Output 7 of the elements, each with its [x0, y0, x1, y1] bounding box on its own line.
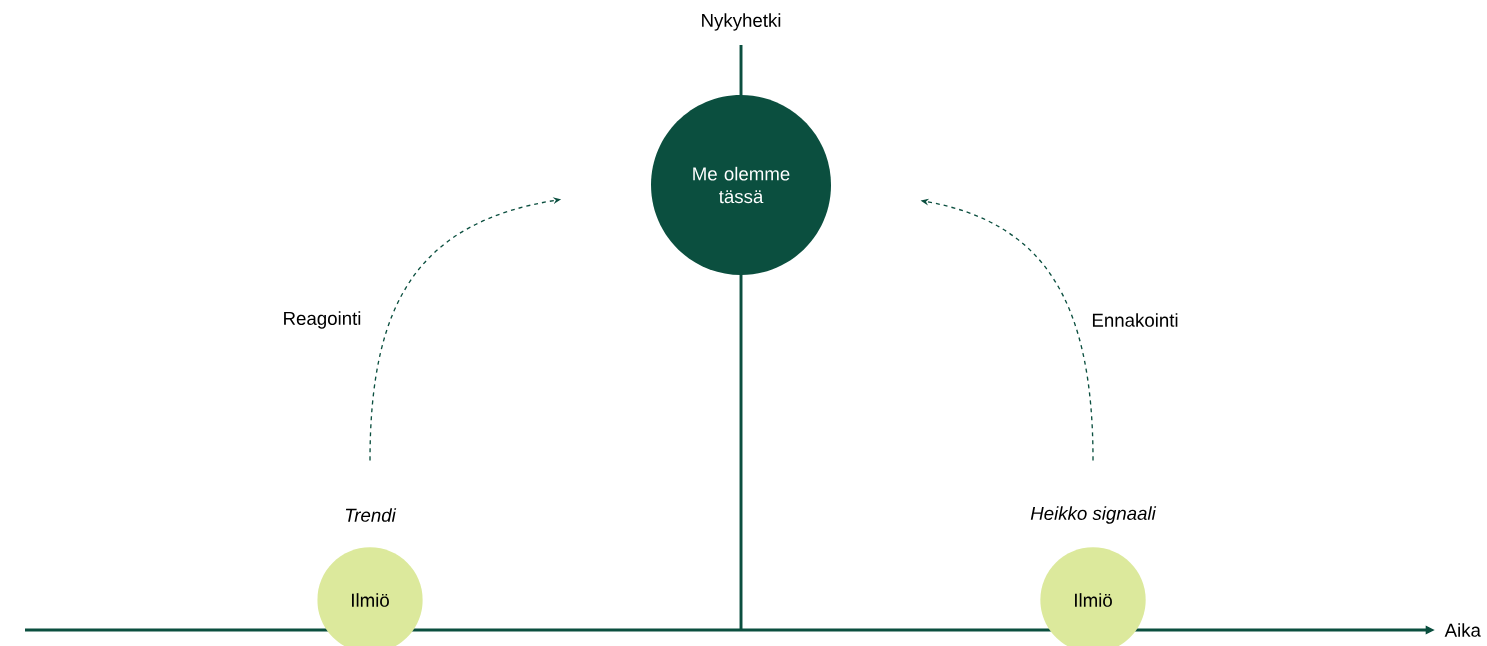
edge-label: Reagointi	[279, 308, 365, 332]
node-caption: Trendi	[345, 508, 397, 522]
axis-label: Nykyhetki	[702, 13, 781, 31]
axis-label: Aika	[1444, 623, 1481, 637]
edge-label: Ennakointi	[1088, 310, 1182, 330]
node-caption: Heikko signaali	[1030, 506, 1157, 524]
circle-node: Me olemme tässä	[651, 95, 831, 275]
